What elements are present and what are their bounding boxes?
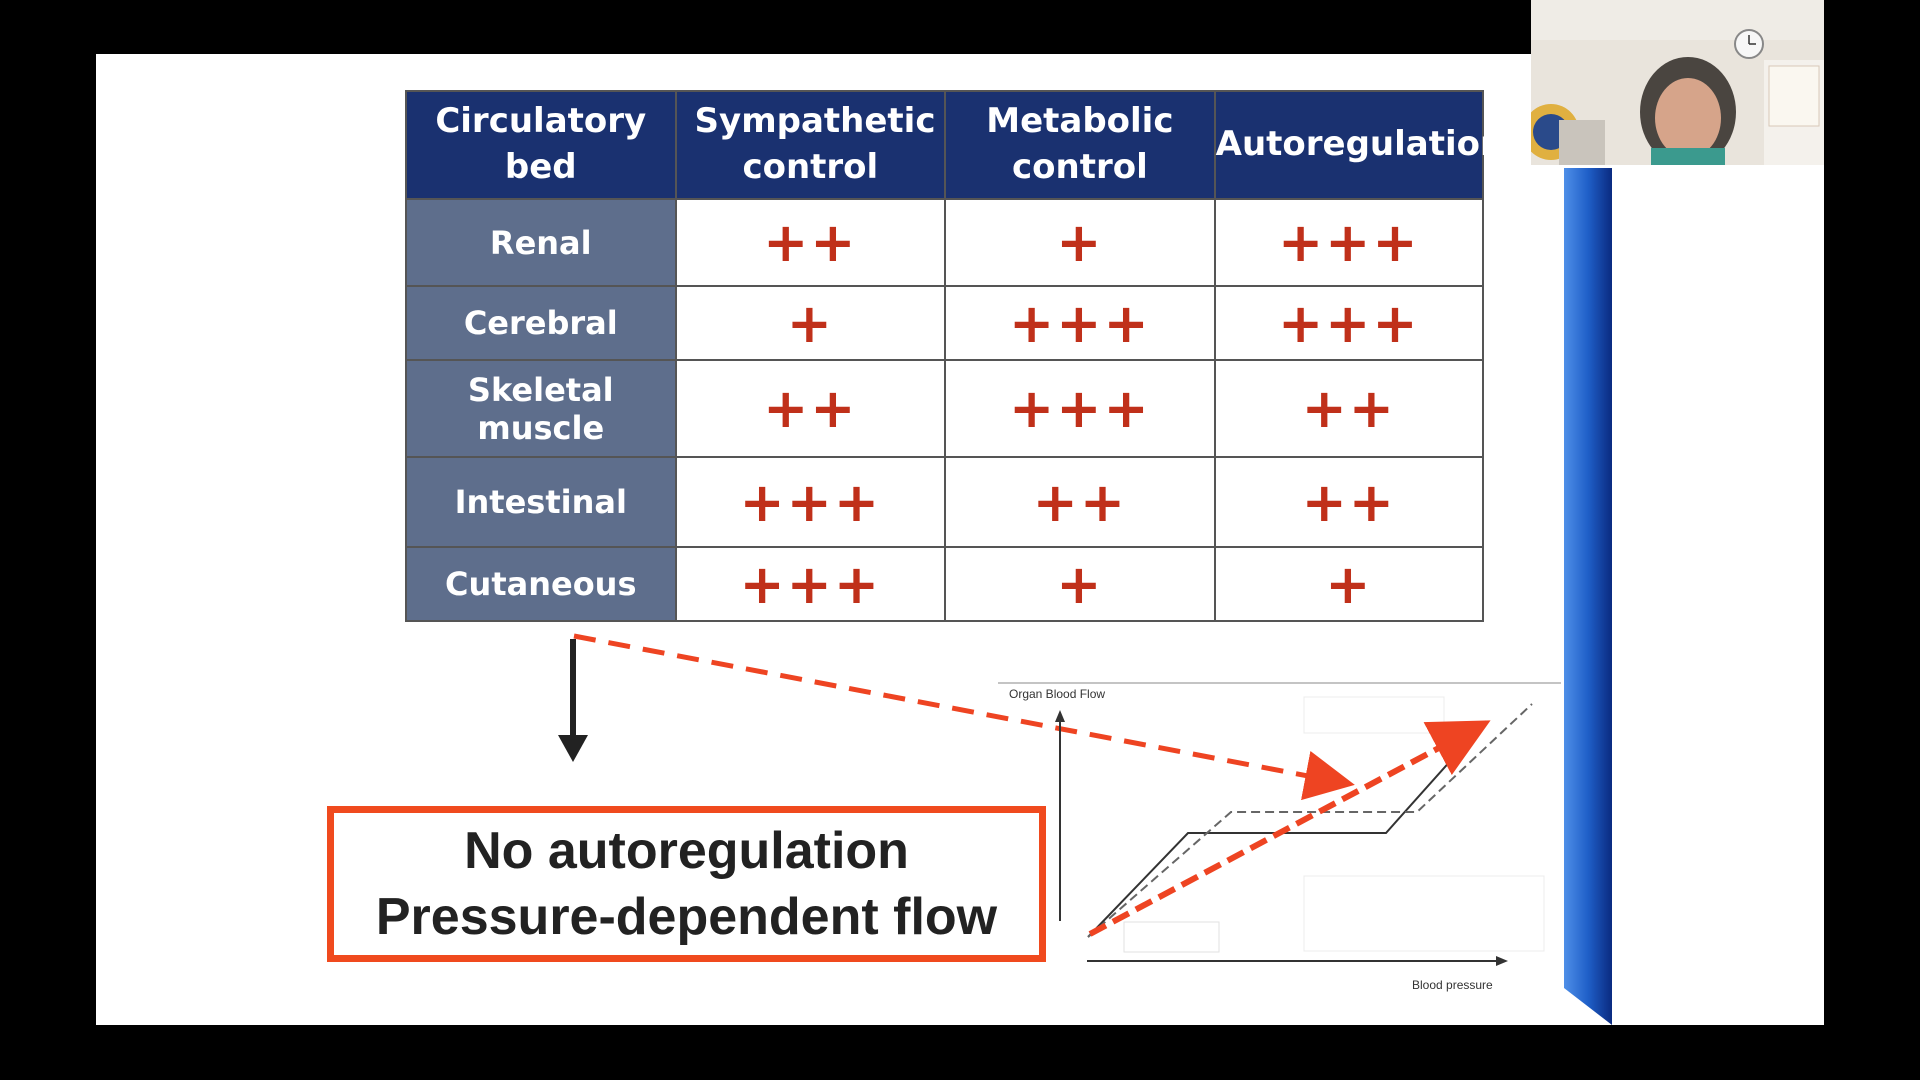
autoregulation-diagram xyxy=(998,682,1561,966)
table-row: Skeletal muscle ++ +++ ++ xyxy=(405,359,1485,458)
sympathetic-cell: + xyxy=(674,285,947,361)
autoregulation-cell: ++ xyxy=(1213,456,1485,548)
autoregulation-cell: +++ xyxy=(1213,198,1485,287)
metabolic-cell: + xyxy=(944,546,1216,622)
row-label: Cerebral xyxy=(405,285,677,361)
header-metabolic-control: Metabolic control xyxy=(944,90,1216,200)
metabolic-cell: + xyxy=(944,198,1216,287)
callout-line-2: Pressure-dependent flow xyxy=(375,888,998,946)
metabolic-cell: +++ xyxy=(944,359,1216,458)
header-circulatory-bed: Circulatory bed xyxy=(405,90,677,200)
autoregulation-cell: ++ xyxy=(1213,359,1485,458)
table-row: Cutaneous +++ + + xyxy=(405,546,1485,622)
row-label: Renal xyxy=(405,198,677,287)
sympathetic-cell: ++ xyxy=(674,198,947,287)
callout-line-1: No autoregulation xyxy=(464,822,909,880)
table-header-row: Circulatory bed Sympathetic control Meta… xyxy=(405,90,1504,200)
table-row: Cerebral + +++ +++ xyxy=(405,285,1485,361)
autoregulation-cell: + xyxy=(1213,546,1485,622)
autoregulation-curve-dashed xyxy=(1087,703,1533,938)
sympathetic-cell: +++ xyxy=(674,456,947,548)
chart-y-axis-label: Organ Blood Flow xyxy=(1009,687,1106,701)
circulatory-control-table: Circulatory bed Sympathetic control Meta… xyxy=(405,90,1504,622)
sympathetic-cell: ++ xyxy=(674,359,947,458)
sympathetic-cell: +++ xyxy=(674,546,947,622)
chart-x-axis-label: Blood pressure xyxy=(1412,978,1493,992)
row-label: Intestinal xyxy=(405,456,677,548)
header-sympathetic-control: Sympathetic control xyxy=(674,90,947,200)
callout-box: No autoregulation Pressure-dependent flo… xyxy=(327,806,1046,962)
decorative-ribbon xyxy=(1564,168,1612,1025)
header-autoregulation: Autoregulation xyxy=(1213,90,1504,200)
presenter-video xyxy=(1531,0,1824,165)
row-label: Cutaneous xyxy=(405,546,677,622)
metabolic-cell: ++ xyxy=(944,456,1216,548)
down-arrow-icon xyxy=(558,639,588,762)
autoregulation-curve-solid xyxy=(1087,720,1487,938)
table-row: Intestinal +++ ++ ++ xyxy=(405,456,1485,548)
dashed-pointer-arrow xyxy=(573,633,1355,801)
autoregulation-cell: +++ xyxy=(1213,285,1485,361)
pressure-dependent-line xyxy=(1088,720,1491,937)
presentation-slide: Circulatory bed Sympathetic control Meta… xyxy=(96,54,1824,1025)
metabolic-cell: +++ xyxy=(944,285,1216,361)
webcam-thumbnail[interactable] xyxy=(1531,0,1824,165)
row-label: Skeletal muscle xyxy=(405,359,677,458)
table-row: Renal ++ + +++ xyxy=(405,198,1485,287)
